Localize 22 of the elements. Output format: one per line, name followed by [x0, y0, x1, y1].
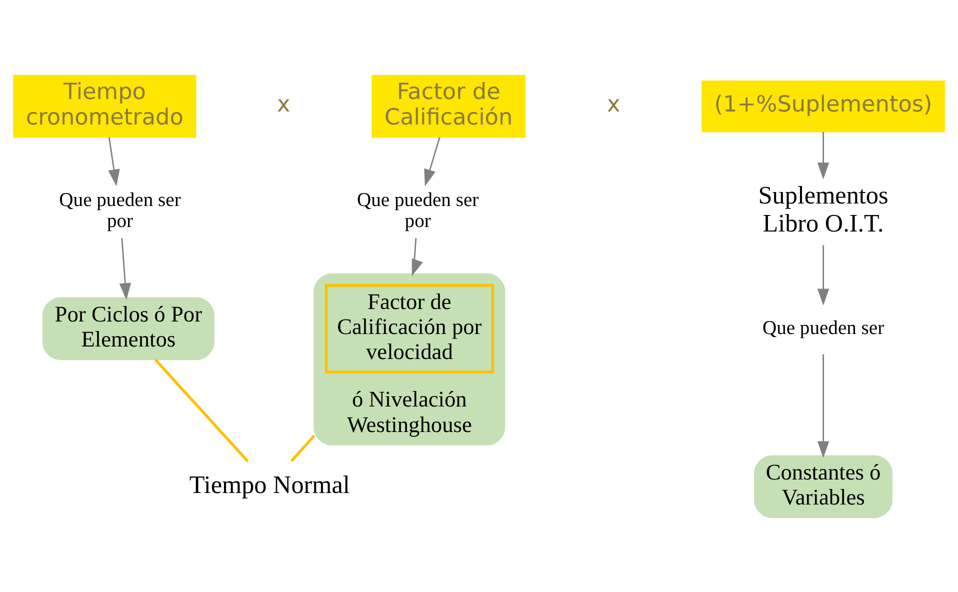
node-text: Que pueden ser por: [59, 189, 181, 232]
connector: [154, 358, 249, 462]
node-box: Por Ciclos ó Por Elementos: [42, 296, 214, 360]
node-text: Que pueden ser por: [356, 189, 479, 232]
arrow: [412, 238, 423, 276]
arrow: [108, 136, 120, 186]
node-text: Tiempo Normal: [189, 471, 350, 498]
connector: [290, 434, 316, 462]
arrow: [817, 131, 830, 179]
node-box: Tiempo cronometrado: [13, 74, 196, 138]
node-text: Que pueden ser: [762, 317, 884, 338]
node-box: (1+%Suplementos): [702, 80, 945, 132]
arrow: [817, 244, 830, 305]
arrow: [424, 136, 440, 186]
arrow: [817, 354, 830, 458]
node-box: Factor de Calificación: [372, 74, 526, 138]
label: x: [606, 91, 620, 118]
node-box: Factor de Calificación por velocidad: [324, 283, 494, 373]
label: x: [276, 91, 290, 118]
arrow: [119, 238, 132, 300]
node-text: Suplementos Libro O.I.T.: [758, 182, 888, 237]
node-box: Constantes ó Variables: [754, 454, 892, 518]
